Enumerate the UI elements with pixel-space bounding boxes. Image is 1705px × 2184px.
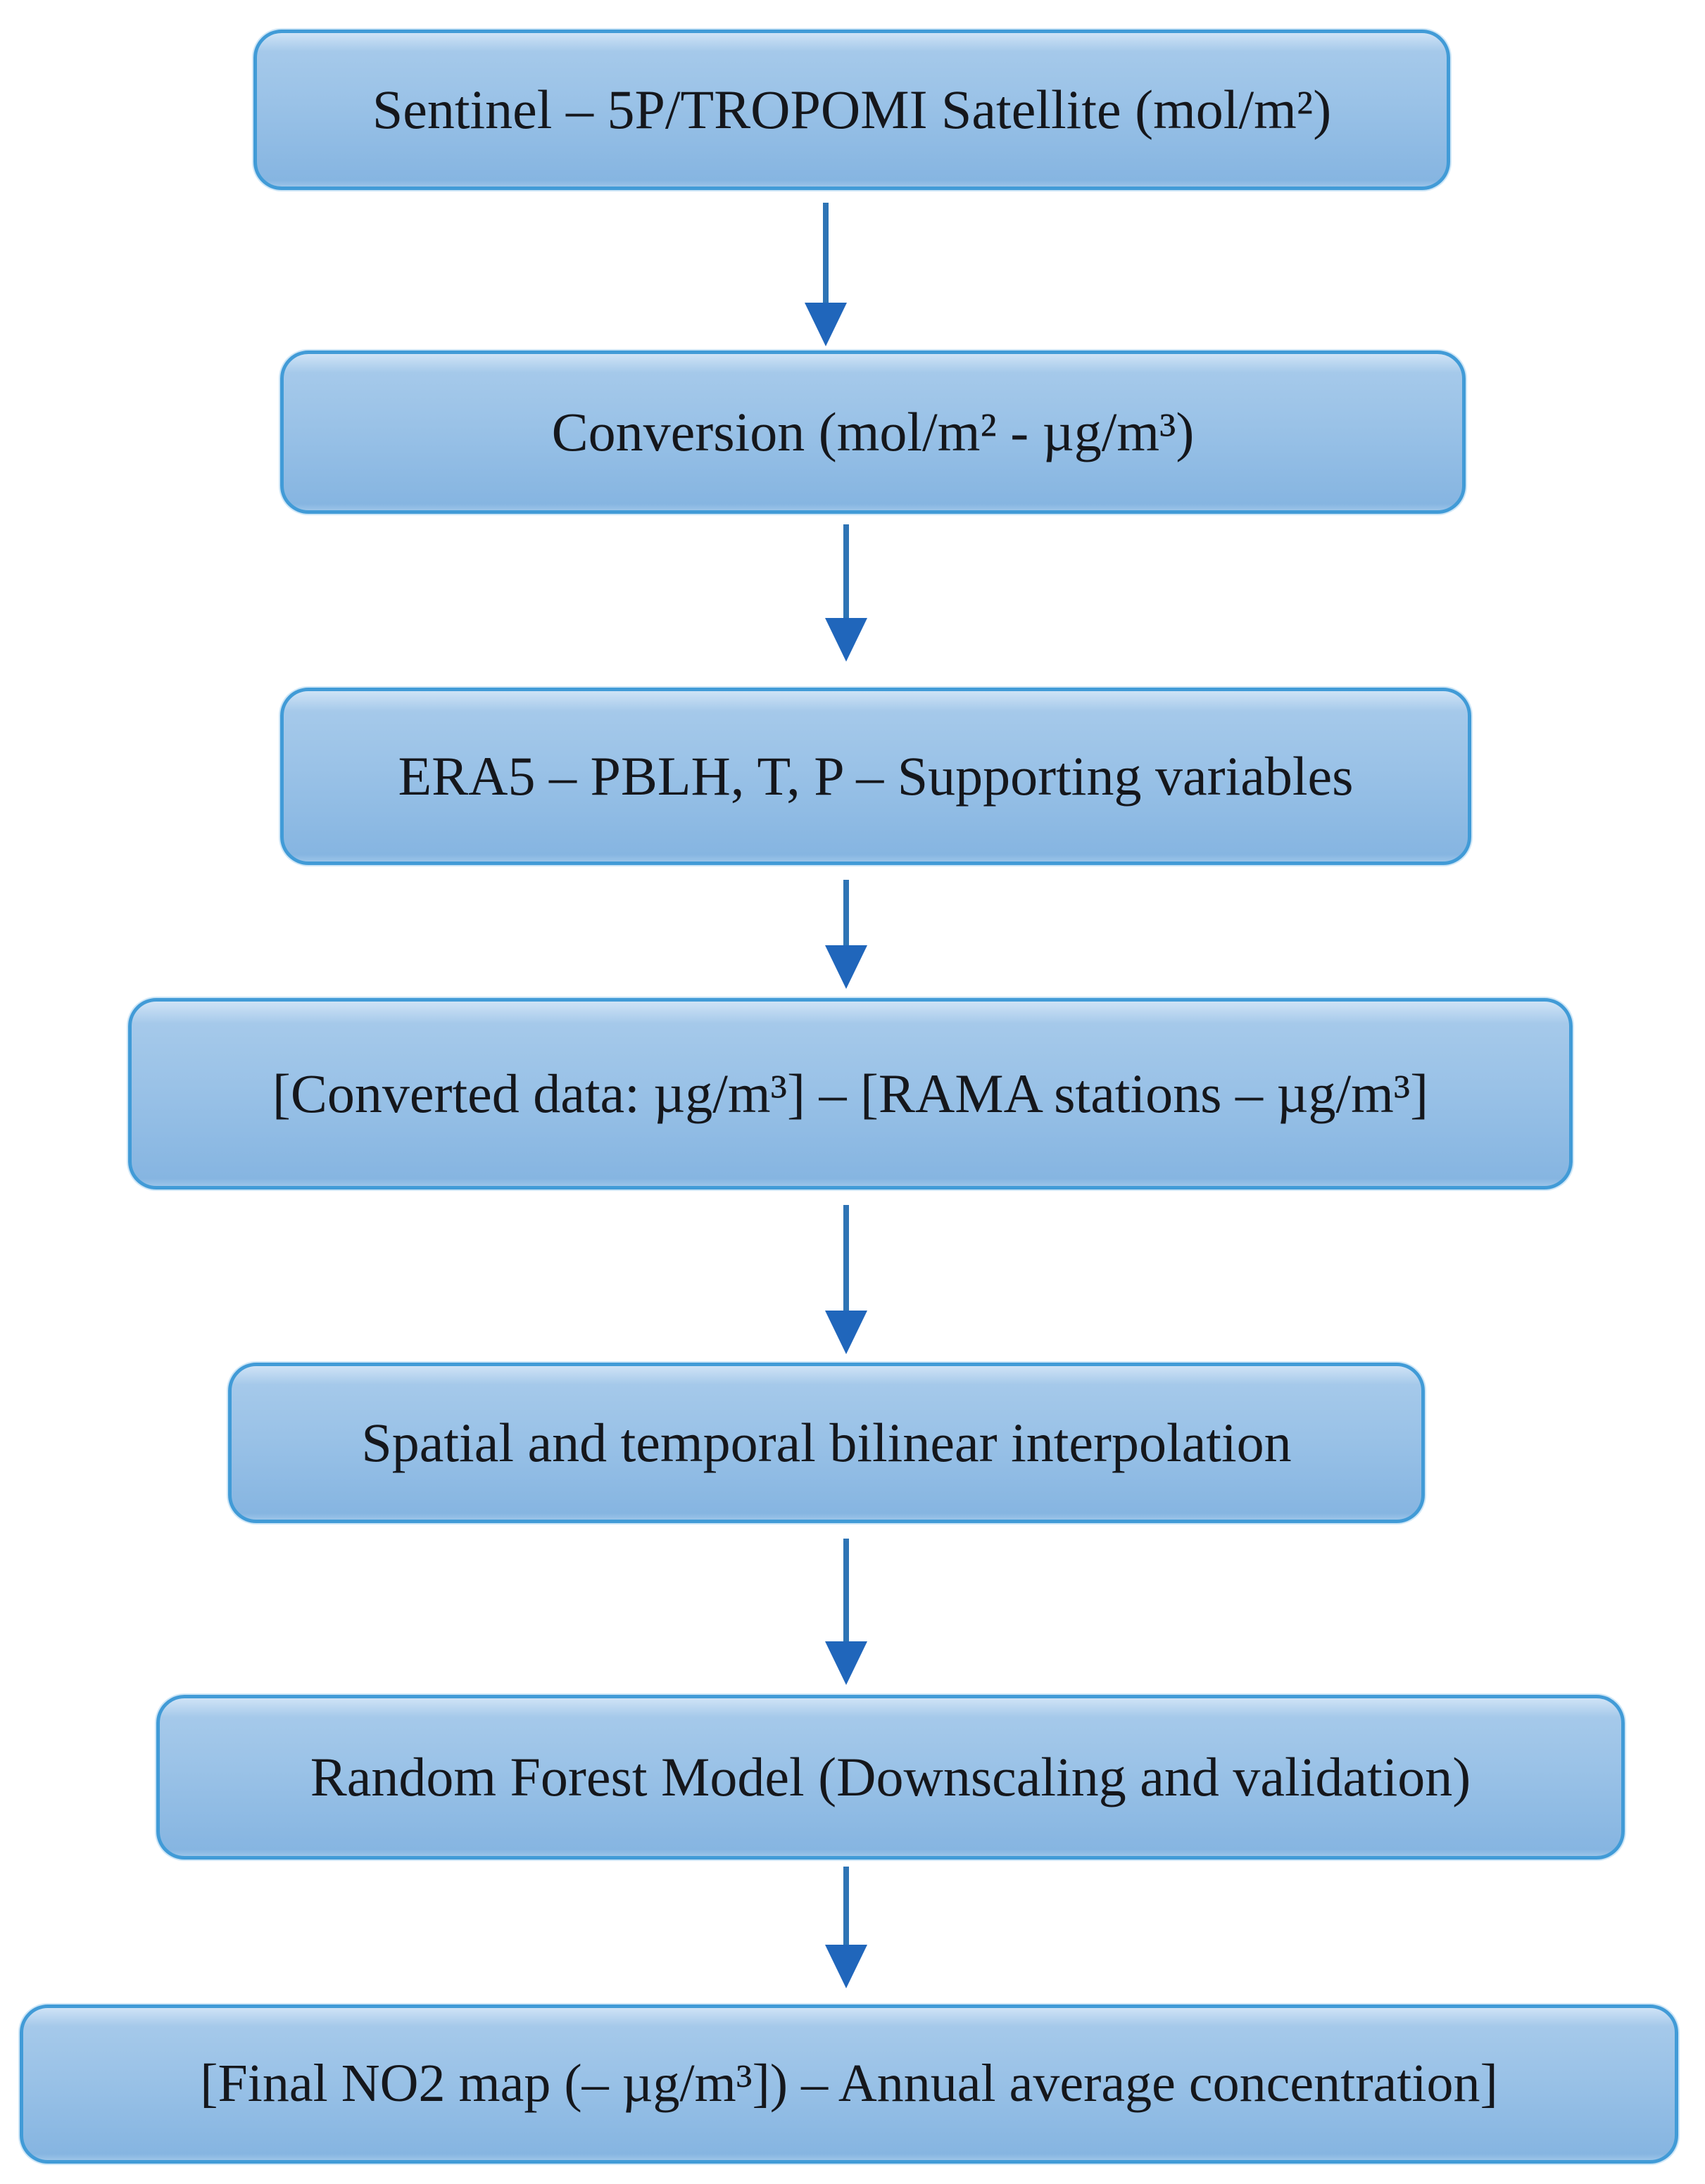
flow-step-era5-variables-label: ERA5 – PBLH, T, P – Supporting variables	[398, 745, 1354, 807]
arrow-head-icon	[825, 945, 867, 989]
flow-step-conversion: Conversion (mol/m² - µg/m³)	[280, 351, 1466, 514]
arrow-shaft	[843, 1539, 849, 1641]
arrow-shaft	[843, 1205, 849, 1311]
flow-arrow-1	[805, 203, 847, 346]
flow-step-final-no2-map: [Final NO2 map (– µg/m³]) – Annual avera…	[20, 2005, 1678, 2164]
flow-arrow-3	[825, 880, 867, 989]
flow-step-bilinear-interpolation: Spatial and temporal bilinear interpolat…	[228, 1363, 1425, 1523]
flow-step-sentinel-satellite: Sentinel – 5P/TROPOMI Satellite (mol/m²)	[253, 30, 1450, 190]
flow-arrow-2	[825, 524, 867, 662]
arrow-shaft	[843, 1867, 849, 1945]
flow-step-conversion-label: Conversion (mol/m² - µg/m³)	[551, 401, 1195, 463]
flow-step-final-no2-map-label: [Final NO2 map (– µg/m³]) – Annual avera…	[200, 2054, 1498, 2114]
arrow-shaft	[843, 524, 849, 618]
flow-step-random-forest-label: Random Forest Model (Downscaling and val…	[310, 1746, 1471, 1808]
flow-step-era5-variables: ERA5 – PBLH, T, P – Supporting variables	[280, 688, 1471, 865]
flow-step-converted-rama-label: [Converted data: µg/m³] – [RAMA stations…	[272, 1063, 1429, 1125]
flow-arrow-5	[825, 1539, 867, 1685]
flow-arrow-4	[825, 1205, 867, 1354]
flow-step-converted-rama: [Converted data: µg/m³] – [RAMA stations…	[128, 998, 1573, 1189]
arrow-shaft	[843, 880, 849, 945]
flow-step-random-forest: Random Forest Model (Downscaling and val…	[156, 1695, 1625, 1860]
flow-step-bilinear-interpolation-label: Spatial and temporal bilinear interpolat…	[361, 1412, 1292, 1474]
arrow-shaft	[823, 203, 829, 303]
arrow-head-icon	[825, 1311, 867, 1354]
arrow-head-icon	[805, 303, 847, 346]
arrow-head-icon	[825, 1641, 867, 1685]
flow-step-sentinel-satellite-label: Sentinel – 5P/TROPOMI Satellite (mol/m²)	[372, 79, 1332, 141]
arrow-head-icon	[825, 618, 867, 662]
arrow-head-icon	[825, 1945, 867, 1988]
flow-arrow-6	[825, 1867, 867, 1988]
